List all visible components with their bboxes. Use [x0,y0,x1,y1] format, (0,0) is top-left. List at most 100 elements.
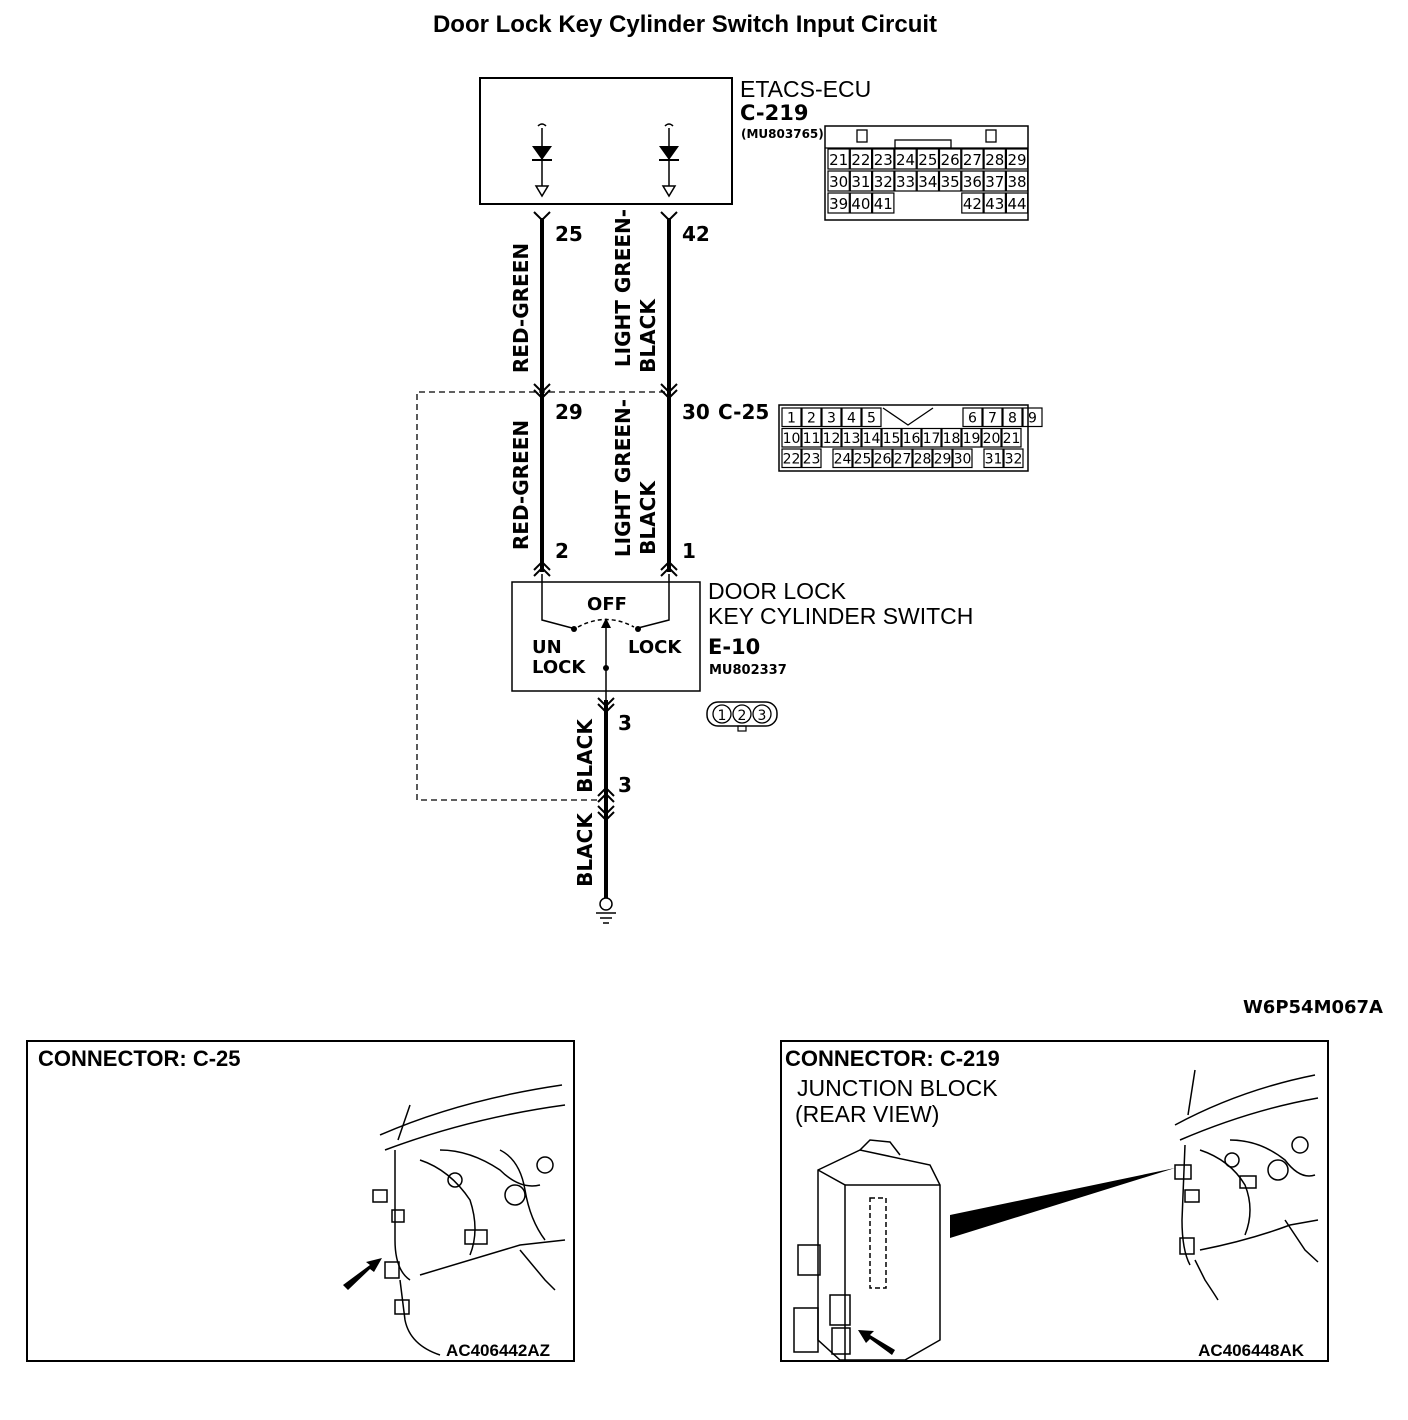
c25-pin-cell [821,407,842,428]
c25-pin-number: 9 [1028,411,1037,427]
arrow-pointer-c219 [858,1330,895,1355]
c219-pin-cell [827,170,850,192]
c25-pin-number: 3 [827,411,836,427]
c25-pin-cell [821,427,842,448]
c25-pin-number: 30 [954,452,972,468]
c219-pin-number: 33 [896,173,915,191]
e10-connector-face: 1 2 3 [706,701,778,732]
c25-pin-cell [961,427,982,448]
c25-pin-cell [881,427,902,448]
c219-pin-number: 40 [851,195,870,213]
c25-pin-cell [872,448,893,469]
pin-switch-3: 3 [618,711,632,735]
wire-color-lgb-upper-1: LIGHT GREEN- [611,209,635,367]
c219-pin-number: 31 [851,173,870,191]
switch-lock-label: LOCK [628,637,682,658]
c25-pin-cell [1022,407,1043,428]
c219-pin-cell [1005,170,1029,192]
c25-pin-cell [892,448,913,469]
c25-pin-cell [801,407,822,428]
door-lock-switch-box [511,574,701,700]
c219-pin-number: 37 [985,173,1004,191]
c25-pin-cell [932,448,953,469]
pin-ecu-25: 25 [555,222,583,246]
c219-pin-cell [849,170,873,192]
zoom-wedge [950,1168,1175,1238]
c219-pin-number: 30 [829,173,848,191]
switch-name-line1: DOOR LOCK [708,578,847,604]
diode-symbol-right [659,123,679,198]
c25-pin-number: 13 [843,431,861,447]
e10-pin-3: 3 [758,708,767,724]
c25-pin-cell [781,427,802,448]
wire-color-lgb-mid-1: LIGHT GREEN- [611,399,635,557]
c25-pin-number: 28 [914,452,932,468]
c25-pin-cell [861,407,882,428]
c25-pin-number: 6 [968,411,977,427]
c219-pin-number: 29 [1008,151,1027,169]
c219-pin-cell [849,192,873,214]
c25-pin-number: 1 [787,411,796,427]
c25-pin-number: 10 [783,431,801,447]
c25-pin-cell [861,427,882,448]
c25-pin-number: 2 [807,411,816,427]
connector-chevrons-switch [533,560,678,577]
c25-pin-cell [952,448,973,469]
c25-pin-cell [852,448,873,469]
c25-pin-number: 32 [1005,452,1023,468]
ground-chevrons [597,697,615,822]
c25-pin-cell [1003,448,1024,469]
c25-pin-cell [982,407,1003,428]
c25-pin-number: 21 [1003,431,1021,447]
c25-pin-cell [962,407,983,428]
wire-color-lgb-upper-2: BLACK [636,298,660,373]
c25-pin-number: 29 [934,452,952,468]
pin-c25-29: 29 [555,400,583,424]
c219-pin-number: 35 [941,173,960,191]
c25-connector-label: C-25 [718,400,769,424]
panel-c219-heading: CONNECTOR: C-219 [785,1046,1000,1071]
c219-pin-number: 24 [896,151,915,169]
c219-pin-cell [983,148,1006,170]
etacs-ecu-label: ETACS-ECU [740,76,871,102]
c25-pin-cell [941,427,962,448]
c25-pin-cell [781,448,802,469]
c219-pin-number: 41 [874,195,893,213]
c219-pin-number: 28 [985,151,1004,169]
wire-color-red-green-upper: RED-GREEN [509,243,533,373]
c219-pin-number: 23 [874,151,893,169]
wire-color-lgb-mid-2: BLACK [636,480,660,555]
c219-pin-number: 43 [985,195,1004,213]
panel-c25-code: AC406442AZ [446,1341,550,1360]
c219-pin-cell [983,170,1006,192]
c25-pin-number: 11 [803,431,821,447]
c25-pin-number: 22 [783,452,801,468]
c219-pin-cell [871,170,895,192]
c219-pin-number: 42 [963,195,982,213]
c219-pin-cell [916,148,940,170]
c219-pin-cell [871,192,895,214]
pin-junction-3: 3 [618,773,632,797]
c219-pin-cell [894,148,917,170]
dashboard-illustration-right [1174,1069,1319,1301]
c219-pin-cell [1005,192,1029,214]
c219-pin-number: 21 [829,151,848,169]
c25-pin-number: 20 [983,431,1001,447]
c25-pin-cell [981,427,1002,448]
switch-part-number: MU802337 [709,663,787,678]
pin-switch-2: 2 [555,539,569,563]
c25-pin-number: 4 [847,411,856,427]
c25-pin-number: 12 [823,431,841,447]
wire-color-black-upper: BLACK [573,718,597,793]
c25-pin-cell [912,448,933,469]
page-title: Door Lock Key Cylinder Switch Input Circ… [433,11,937,38]
c219-pin-number: 22 [851,151,870,169]
connector-c219-panel: CONNECTOR: C-219 JUNCTION BLOCK (REAR VI… [780,1040,1329,1362]
c25-pin-number: 17 [923,431,941,447]
c25-pin-number: 24 [834,452,852,468]
c219-pin-number: 38 [1008,173,1027,191]
c25-pin-cell [841,427,862,448]
